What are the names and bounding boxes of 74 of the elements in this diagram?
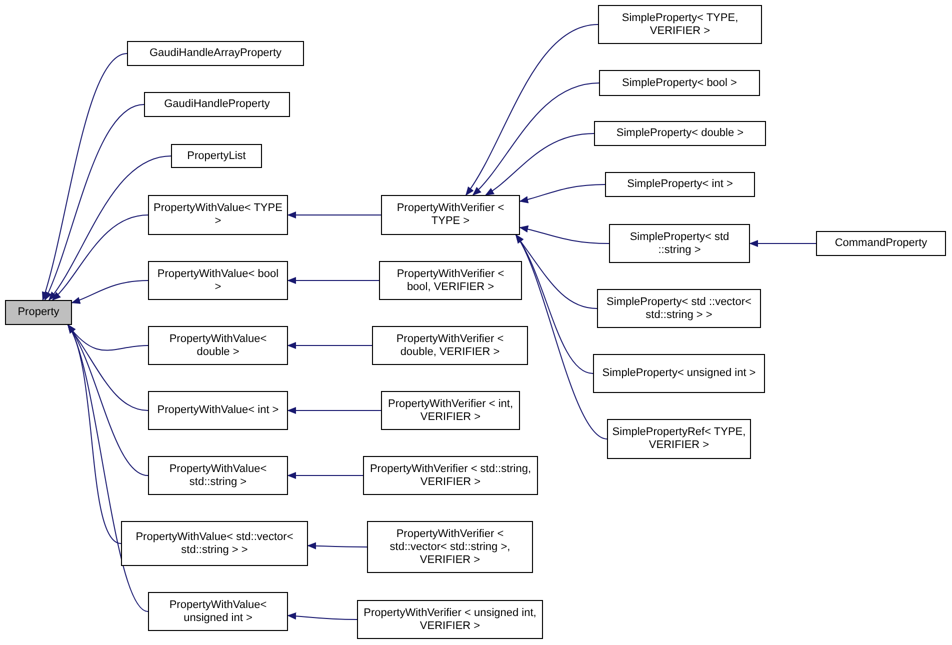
class-name: PropertyWithVerifier < bool, VERIFIER > <box>396 268 506 294</box>
class-name: SimplePropertyRef< TYPE, VERIFIER > <box>612 426 746 452</box>
class-name: SimpleProperty< std ::vector< std::string > > <box>606 296 752 322</box>
class-box <box>148 195 288 235</box>
class-box <box>367 521 533 573</box>
class-name: PropertyWithVerifier < std::vector< std::string >, VERIFIER > <box>388 528 512 566</box>
class-box <box>609 224 750 263</box>
class-box <box>148 326 288 365</box>
class-name: PropertyWithValue< std::string > <box>168 462 268 488</box>
inheritance-arrow <box>749 240 816 248</box>
inheritance-arrow <box>52 214 148 301</box>
class-name: PropertyWithValue< std::vector< std::string > > <box>134 530 294 556</box>
class-box <box>605 172 755 197</box>
class-name: PropertyWithValue< bool > <box>156 268 280 294</box>
class-box <box>594 121 766 146</box>
inheritance-arrow <box>287 406 382 414</box>
class-name: PropertyWithVerifier < std::string, VERIFIER > <box>368 462 532 488</box>
class-name: PropertyWithVerifier < TYPE > <box>396 202 506 228</box>
class-name: SimpleProperty< unsigned int > <box>602 367 756 380</box>
class-name: GaudiHandleProperty <box>164 98 270 111</box>
class-box <box>148 592 288 631</box>
class-box <box>597 289 761 328</box>
inheritance-arrow <box>287 342 372 350</box>
class-name: PropertyWithValue< unsigned int > <box>168 598 268 624</box>
class-name: SimpleProperty< double > <box>616 127 744 140</box>
class-name: PropertyWithVerifier < int, VERIFIER > <box>386 398 514 424</box>
class-box <box>599 70 760 96</box>
class-box <box>127 41 304 66</box>
inheritance-arrow <box>48 156 172 301</box>
class-name: GaudiHandleArrayProperty <box>149 47 282 60</box>
class-box <box>357 600 543 639</box>
inheritance-arrow <box>68 324 148 612</box>
class-box <box>363 456 538 495</box>
class-box <box>379 261 522 300</box>
class-name: SimpleProperty< TYPE, VERIFIER > <box>620 12 740 38</box>
class-box <box>144 92 290 117</box>
class-box <box>381 391 520 430</box>
class-box <box>598 5 762 44</box>
inheritance-arrow <box>287 211 382 219</box>
inheritance-arrow <box>287 276 380 284</box>
inheritance-arrow <box>516 234 608 440</box>
class-box <box>148 261 288 300</box>
class-name: PropertyWithVerifier < double, VERIFIER > <box>395 332 505 358</box>
class-box <box>121 521 308 566</box>
class-box <box>171 144 262 168</box>
inheritance-arrow <box>519 184 606 204</box>
class-box <box>5 300 72 325</box>
inheritance-arrow <box>44 104 144 301</box>
class-box <box>148 456 288 495</box>
class-name: SimpleProperty< int > <box>627 178 733 191</box>
class-name: PropertyList <box>187 150 246 162</box>
inheritance-arrow <box>42 53 128 301</box>
class-box <box>372 326 528 365</box>
inheritance-arrow <box>484 133 594 196</box>
inheritance-arrow <box>465 24 598 196</box>
inheritance-arrow <box>307 542 368 550</box>
class-name: SimpleProperty< bool > <box>622 76 737 90</box>
class-name: SimpleProperty< std ::string > <box>628 230 730 256</box>
inheritance-arrow <box>287 612 358 620</box>
class-name: Property <box>18 306 60 319</box>
class-name: PropertyWithVerifier < unsigned int, VERIFIER > <box>362 606 538 632</box>
class-name: PropertyWithValue< double > <box>168 332 268 358</box>
class-name: CommandProperty <box>834 237 928 250</box>
inheritance-arrow <box>71 280 148 304</box>
class-name: PropertyWithValue< int > <box>157 404 279 417</box>
class-box <box>381 195 520 235</box>
class-box <box>593 354 765 393</box>
inheritance-arrow <box>519 226 610 244</box>
class-name: PropertyWithValue< TYPE > <box>153 202 283 228</box>
class-box <box>148 391 288 430</box>
inheritance-arrow <box>472 82 600 196</box>
class-box <box>607 419 751 459</box>
class-box <box>816 231 946 256</box>
inheritance-arrow <box>287 472 364 480</box>
